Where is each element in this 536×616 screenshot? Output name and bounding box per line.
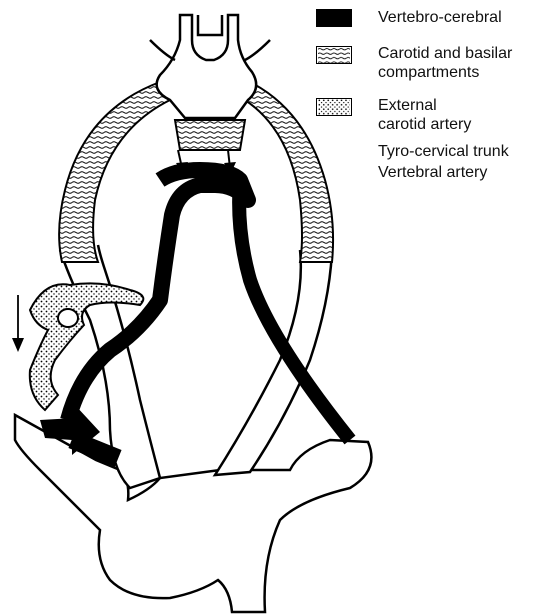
legend-extra-label: Vertebral artery — [378, 163, 487, 182]
aortic-arch — [15, 415, 371, 612]
anterior-cerebral-vessels — [157, 15, 256, 118]
external-carotid-loop — [58, 309, 78, 327]
left-carotid-compartment — [59, 82, 170, 262]
downward-arrow-head — [12, 338, 24, 352]
right-carotid-artery — [215, 250, 332, 475]
solid-black-swatch-icon — [316, 9, 352, 27]
legend-label: External carotid artery — [378, 96, 488, 134]
basilar-compartment — [175, 120, 245, 150]
upper-u-left — [198, 15, 222, 35]
vertebro-cerebral-right — [239, 180, 350, 440]
legend-extra-label: Tyro-cervical trunk — [378, 142, 509, 161]
legend-label: Carotid and basilar compartments — [378, 44, 536, 82]
upper-branch-left — [150, 40, 175, 60]
upper-branch-right — [245, 40, 270, 60]
dotted-swatch-icon — [316, 98, 352, 116]
legend-label: Vertebro-cerebral — [378, 8, 502, 27]
wavy-lines-swatch-icon — [316, 46, 352, 64]
